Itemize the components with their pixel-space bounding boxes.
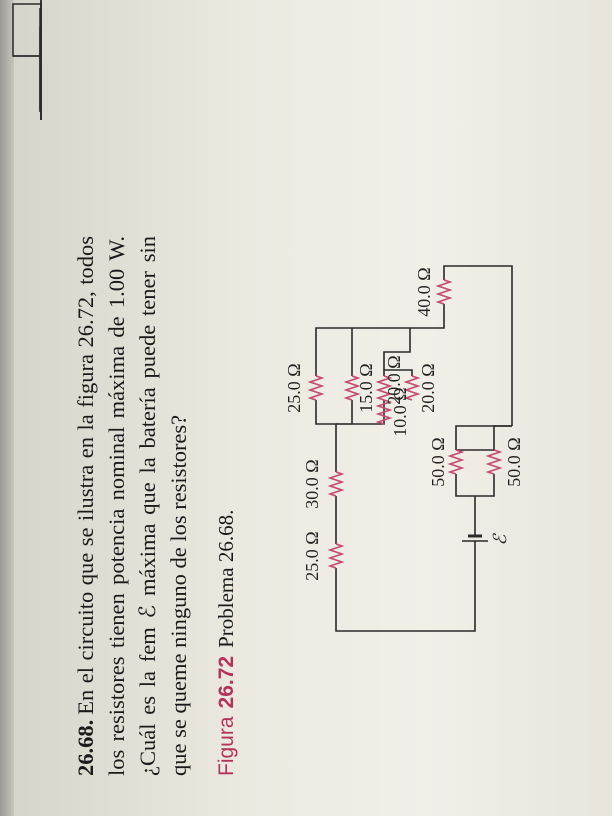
page-edge (0, 0, 14, 816)
previous-figure-diagram (12, 0, 42, 120)
resistor-r5 (375, 399, 393, 425)
resistor-label-r6: 20.0 Ω (384, 355, 404, 404)
resistors (307, 279, 503, 569)
problem-text-block: 26.68.En el circuito que se ilustra en l… (70, 236, 194, 776)
resistor-r8 (435, 279, 453, 305)
resistor-label-r3: 25.0 Ω (284, 363, 304, 412)
figure-title: Problema 26.68. (214, 509, 238, 648)
circuit-diagram: ℰ 25.0 Ω 30.0 Ω 25.0 Ω 15.0 Ω 10.0 Ω 20.… (284, 265, 524, 632)
resistor-r7 (403, 375, 421, 401)
figure-caption: Figura 26.72 Problema 26.68. (214, 510, 239, 776)
resistor-label-r9: 50.0 Ω (428, 437, 448, 486)
problem-statement: En el circuito que se ilustra en la figu… (73, 236, 191, 776)
problem-number: 26.68. (73, 719, 98, 776)
resistor-r1 (327, 543, 345, 569)
resistor-r9 (447, 449, 465, 475)
resistor-label-r8: 40.0 Ω (414, 267, 434, 316)
wire-top-upper (315, 400, 337, 472)
resistor-label-r7: 20.0 Ω (418, 363, 438, 412)
wire-20-loop (383, 369, 413, 376)
resistor-label-r1: 25.0 Ω (302, 531, 322, 580)
wire-bottom-right (443, 265, 513, 426)
wire-parallel-lower (456, 425, 512, 451)
resistor-label-r4: 15.0 Ω (356, 363, 376, 412)
resistor-r10 (485, 449, 503, 475)
wire-node-c (383, 328, 411, 370)
figure-number: 26.72 (215, 655, 238, 709)
wire-top-left (335, 568, 344, 632)
resistor-r2 (327, 471, 345, 497)
figure-label: Figura (215, 716, 238, 776)
emf-label: ℰ (490, 532, 510, 545)
battery: ℰ (462, 531, 510, 551)
resistor-label-r2: 30.0 Ω (302, 459, 322, 508)
wire-parallel-left (455, 474, 495, 497)
resistor-r4 (343, 375, 361, 401)
rotated-page-content: 26.68.En el circuito que se ilustra en l… (14, 16, 604, 816)
resistor-label-r10: 50.0 Ω (504, 437, 524, 486)
resistor-r3 (307, 375, 325, 401)
previous-figure-lines (39, 27, 41, 112)
resistor-r6 (375, 375, 393, 401)
wire-right-upper (315, 327, 410, 376)
wire-right-lower (410, 304, 445, 329)
circuit-wires (315, 265, 513, 632)
resistor-label-r5: 10.0 Ω (390, 387, 410, 436)
wire-left-return (344, 551, 476, 632)
